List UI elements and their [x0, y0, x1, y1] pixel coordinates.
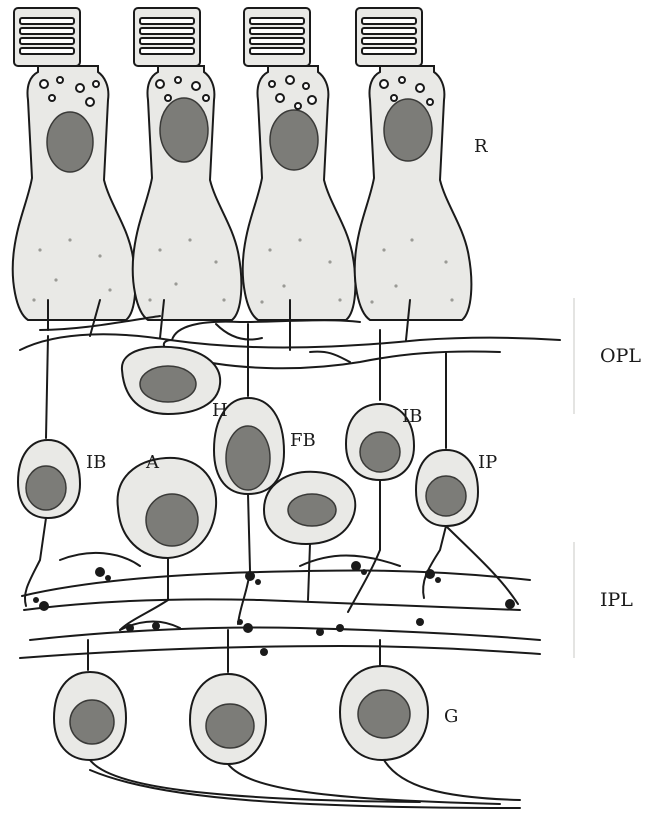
label-flat-bipolar: FB: [290, 430, 316, 451]
ganglion-cell-3: [340, 640, 520, 800]
horizontal-cell: [122, 347, 220, 414]
label-amacrine: A: [145, 452, 160, 473]
bipolar-left: [18, 336, 80, 606]
synapses: [33, 561, 515, 656]
amacrine-cell: [118, 458, 217, 630]
label-ganglion: G: [444, 706, 458, 727]
label-invaginating-bipolar-left: IB: [86, 452, 106, 473]
photoreceptor-2: [133, 8, 242, 320]
label-opl: OPL: [600, 345, 641, 367]
label-horizontal: H: [212, 400, 228, 421]
bipolar-cell-middle: [264, 472, 355, 600]
label-invaginating-bipolar-right: IB: [402, 406, 422, 427]
photoreceptor-1: [13, 8, 136, 320]
label-rod: R: [474, 136, 488, 157]
label-ipl: IPL: [600, 589, 633, 611]
photoreceptor-4: [355, 8, 472, 320]
label-interplexiform: IP: [478, 452, 497, 473]
photoreceptor-3: [243, 8, 356, 320]
interplexiform-cell: [416, 352, 518, 604]
